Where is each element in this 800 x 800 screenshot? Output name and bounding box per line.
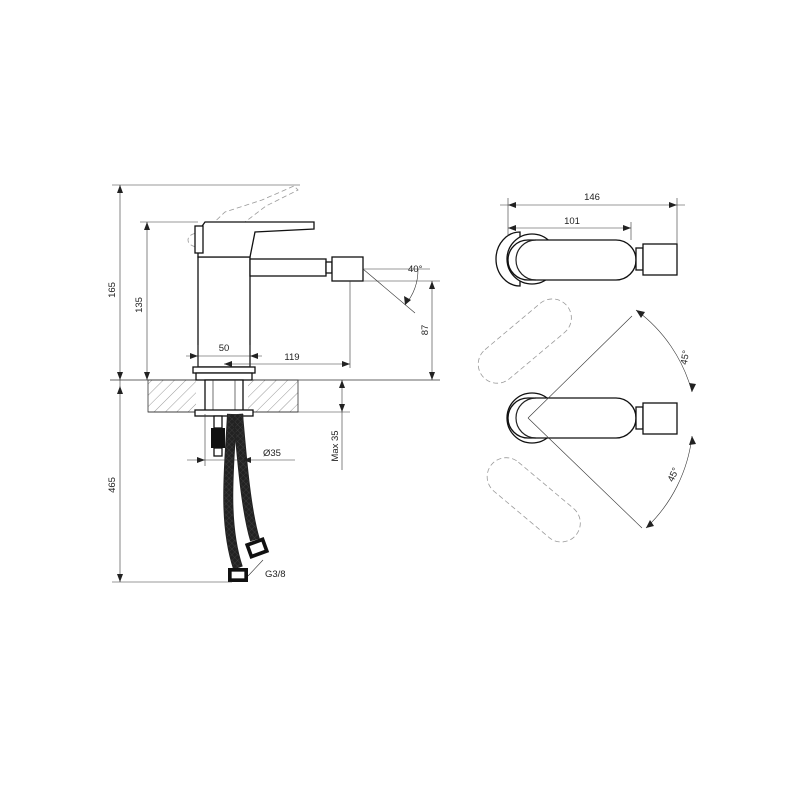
label-base-width: 50 [219,343,230,354]
label-spray-angle: 40° [408,264,423,275]
side-dimensions [112,184,440,583]
label-overall-width: 146 [584,192,600,203]
mounting-hardware [194,379,254,457]
top-view-upper [495,198,685,287]
countertop-section [110,379,440,413]
label-height-body: 135 [134,297,145,313]
faucet-body [192,221,364,381]
lever-ghost-rotated [477,298,581,543]
label-hole-diameter: Ø35 [263,448,281,459]
label-height-total: 165 [107,282,118,298]
flexible-hoses [223,413,270,582]
label-rotation-upper: 45° [679,349,692,365]
label-deck-max: Max 35 [330,430,341,461]
label-body-width: 101 [564,216,580,227]
label-hose-thread: G3/8 [265,569,286,580]
top-view-lower [477,298,696,543]
label-spout-reach: 119 [284,352,299,363]
side-view: 165 135 465 50 119 40° 87 Max 35 Ø35 G3/… [107,184,440,583]
label-spray-height: 87 [420,325,431,336]
label-hose-length: 465 [107,477,118,493]
